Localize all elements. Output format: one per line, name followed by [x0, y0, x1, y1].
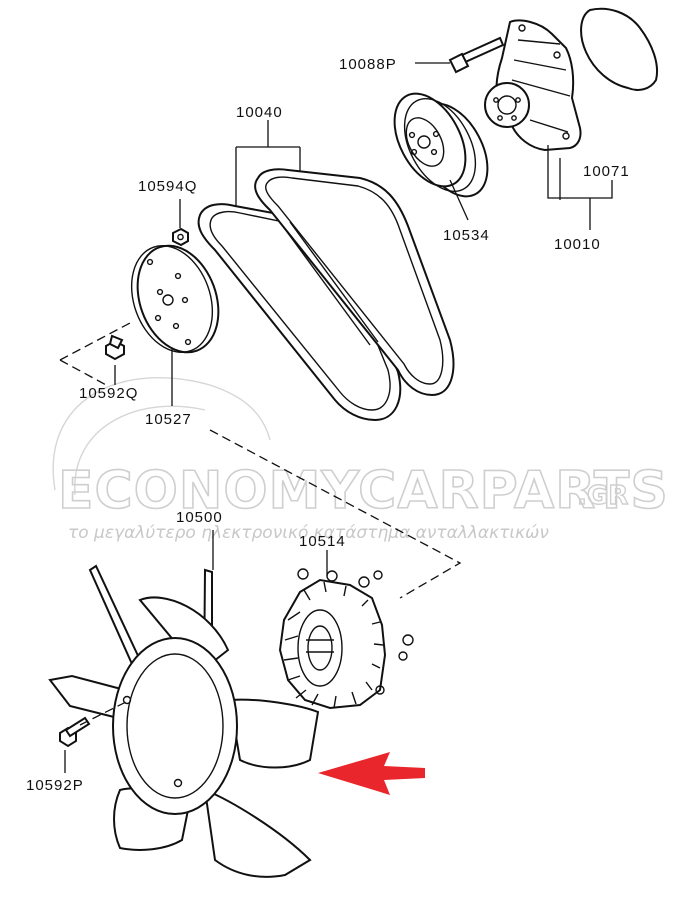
- nut-10594Q: [172, 227, 189, 247]
- bolt-10088P: [448, 36, 505, 74]
- fan-pulley-plate: [130, 244, 220, 354]
- label-10040: 10040: [236, 104, 283, 121]
- label-10527: 10527: [145, 411, 192, 428]
- label-10010: 10010: [554, 236, 601, 253]
- watermark-domain: .GR: [577, 481, 628, 511]
- red-arrow-icon: [318, 752, 425, 795]
- bolt-10592Q: [105, 334, 125, 361]
- watermark-logo-swoosh: [52, 377, 271, 491]
- bolt-10592P: [59, 716, 91, 748]
- fan-clutch: [278, 568, 414, 710]
- drive-belts: [197, 168, 455, 422]
- label-10514: 10514: [299, 533, 346, 550]
- label-10534: 10534: [443, 227, 490, 244]
- part-labels: 10088P 10040 10594Q 10534 10071 10010 10…: [26, 56, 630, 794]
- label-10500: 10500: [176, 509, 223, 526]
- pump-gasket: [580, 7, 658, 91]
- label-10594Q: 10594Q: [138, 178, 197, 195]
- label-10592Q: 10592Q: [79, 385, 138, 402]
- label-10071: 10071: [583, 163, 630, 180]
- label-10088P: 10088P: [339, 56, 397, 73]
- water-pump: [484, 19, 582, 152]
- label-10592P: 10592P: [26, 777, 84, 794]
- cooling-fan: [48, 564, 320, 878]
- water-pump-pulley: [393, 92, 489, 198]
- assembly-dashed-lines: [59, 322, 462, 726]
- leader-lines: [64, 62, 613, 773]
- watermark-tagline: το μεγαλύτερο ηλεκτρονικό κατάστημα αντα…: [68, 523, 549, 543]
- watermark-logo-swoosh-inner: [74, 405, 206, 496]
